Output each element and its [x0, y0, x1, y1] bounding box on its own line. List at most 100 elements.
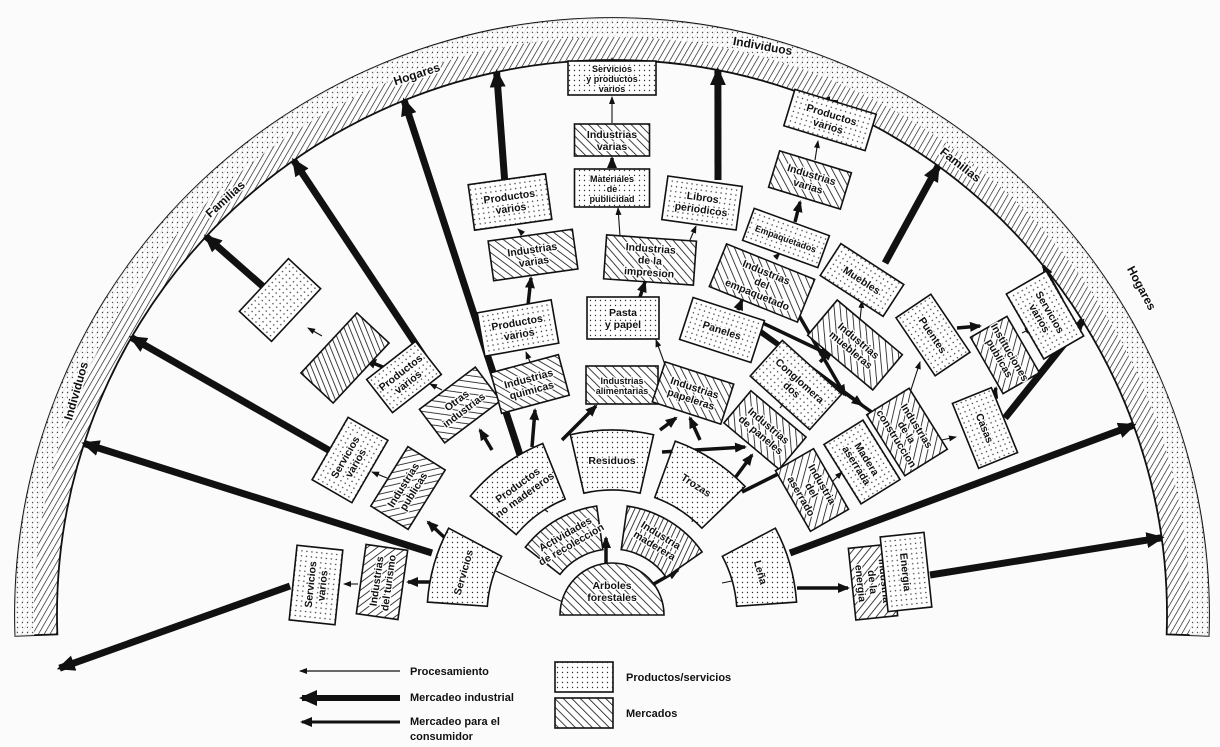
node-muebles[interactable]: Muebles — [819, 242, 905, 318]
node-shape — [951, 386, 1019, 470]
processing-arrow — [429, 383, 443, 391]
legend-industrial-label: Mercadeo industrial — [410, 692, 514, 704]
node-shape — [573, 123, 651, 157]
label-line: Pasta — [609, 307, 637, 319]
processing-arrow — [517, 228, 526, 237]
node-shape — [469, 442, 567, 536]
node-shape — [569, 429, 655, 495]
node-shape — [1005, 269, 1085, 361]
node-lena[interactable]: Leña — [721, 527, 798, 608]
node-paneles[interactable]: Paneles — [678, 296, 766, 364]
node-empaquetado[interactable]: Industriasdelempaquetado — [708, 242, 816, 324]
node-shape — [969, 315, 1041, 395]
node-puentes[interactable]: Puentes — [894, 293, 972, 377]
node-shape — [879, 531, 933, 613]
node-shape — [426, 527, 503, 608]
node-publicas[interactable]: Industriaspublicas — [369, 445, 447, 531]
node-otras[interactable]: Otrasindustrias — [418, 366, 502, 444]
market-arrow — [56, 582, 292, 672]
processing-arrow — [831, 471, 843, 483]
node-shape — [573, 168, 651, 208]
processing-arrow — [858, 300, 865, 321]
legend: Procesamiento Mercadeo industrial Mercad… — [299, 661, 731, 743]
processing-arrow — [688, 416, 702, 441]
market-arrow — [128, 334, 334, 456]
node-trozas[interactable]: Trozas — [653, 440, 747, 530]
node-impresion[interactable]: Industriasde laimpresion — [602, 234, 698, 286]
node-serv-varios-1[interactable]: Serviciosvarios — [288, 544, 344, 626]
node-prod-varios-4[interactable]: Productosvarios — [782, 88, 878, 152]
node-prod-varios-3[interactable]: Productosvarios — [467, 172, 553, 232]
node-shape — [651, 360, 735, 426]
node-energia[interactable]: Energia — [879, 531, 933, 613]
processing-arrow — [478, 428, 494, 451]
node-no-madereros[interactable]: Productosno madereros — [469, 442, 567, 536]
node-libros[interactable]: Librosperiodicos — [660, 175, 744, 231]
node-shape — [489, 353, 571, 415]
node-serv-varios-3[interactable]: Serviciosvarios — [1005, 269, 1085, 361]
node-shape — [288, 544, 344, 626]
legend-products-services-label: Productos/servicios — [626, 672, 731, 684]
processing-arrow — [637, 280, 647, 298]
market-arrow — [788, 421, 1137, 557]
node-shape — [355, 543, 409, 621]
node-prod-varios-1[interactable]: Productosvarios — [365, 340, 443, 414]
node-recoleccion[interactable]: Actividadesde recoleccion — [524, 505, 608, 576]
node-ind-varias-3[interactable]: Industriasvarias — [767, 149, 853, 211]
processing-arrow — [689, 225, 697, 241]
node-conglomerados[interactable]: Conglomerados — [749, 339, 843, 431]
node-shape — [678, 296, 766, 364]
processing-arrow — [560, 404, 598, 442]
node-shape — [721, 527, 798, 608]
node-servicios[interactable]: Servicios — [426, 527, 503, 608]
node-ind-varias-1[interactable]: Industriasvarias — [487, 228, 579, 282]
processing-arrow — [524, 276, 535, 306]
node-shape — [559, 562, 665, 616]
label-line: de la — [638, 254, 663, 268]
label-line: alimentarias — [596, 386, 649, 396]
node-unlabeled[interactable] — [238, 257, 322, 343]
label-line: Industrias — [625, 241, 676, 256]
node-residuos[interactable]: Residuos — [569, 429, 655, 495]
node-prod-varios-2[interactable]: Productosvarios — [476, 298, 560, 358]
node-instituciones[interactable]: Institucionespublicas — [969, 315, 1041, 395]
legend-consumer-label-line1: Mercadeo para el — [410, 716, 500, 728]
node-serv-varios-2[interactable]: Serviciosvarios — [310, 416, 390, 504]
label-line: impresion — [624, 265, 675, 280]
label-line: Industrias — [587, 129, 637, 141]
processing-arrow — [733, 298, 744, 312]
node-madera-aserrada[interactable]: Maderaaserrada — [822, 419, 902, 505]
processing-arrow — [529, 408, 540, 448]
node-shape — [865, 387, 949, 477]
energia-label: Energia — [897, 552, 913, 592]
label-line: y papel — [605, 319, 641, 331]
market-arrow — [929, 532, 1165, 579]
node-papeleras[interactable]: Industriaspapeleras — [651, 360, 735, 426]
node-shape — [487, 228, 579, 282]
node-unlabeled[interactable] — [299, 311, 391, 405]
node-shape — [238, 257, 322, 343]
node-shape — [774, 447, 850, 533]
label-line: Industrias — [600, 376, 643, 386]
node-shape — [467, 172, 553, 232]
prod-varios-2-label: Productosvarios — [491, 313, 546, 346]
node-casas[interactable]: Casas — [951, 386, 1019, 470]
node-shape — [365, 340, 443, 414]
processing-arrow — [813, 140, 820, 161]
processing-arrow — [792, 200, 803, 223]
serv-varios-1-label: Serviciosvarios — [303, 560, 332, 609]
node-quimicas[interactable]: Industriasquimicas — [489, 353, 571, 415]
node-turismo[interactable]: Industriasdel turismo — [355, 543, 409, 621]
node-shape — [369, 445, 447, 531]
label-line: Arboles — [592, 580, 631, 592]
